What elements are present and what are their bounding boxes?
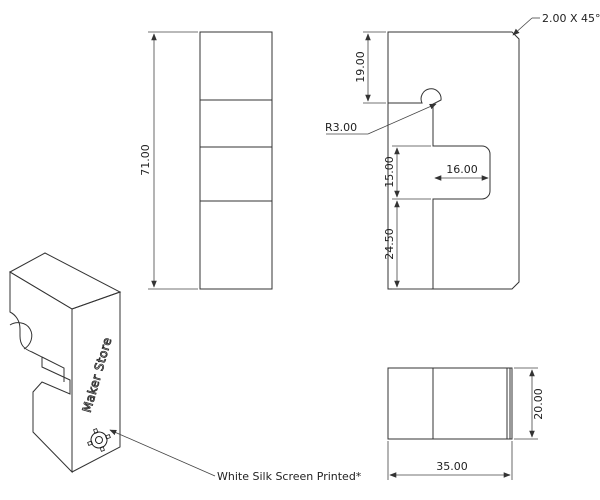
thickness-dimension: 20.00 bbox=[514, 367, 545, 440]
top-view: 20.00 35.00 bbox=[387, 367, 545, 480]
maker-store-logo: Maker Store bbox=[80, 336, 115, 414]
iso-front-face bbox=[71, 291, 121, 473]
iso-top-face bbox=[8, 252, 122, 310]
slot-width-label: 15.00 bbox=[383, 156, 396, 188]
side-view: 71.00 bbox=[139, 31, 273, 290]
isometric-view: Maker Store White Silk Screen Printed* bbox=[8, 252, 362, 483]
side-view-outline bbox=[199, 31, 273, 290]
iso-left-face bbox=[9, 271, 73, 474]
radius-label: R3.00 bbox=[325, 121, 357, 134]
front-view-slot-profile bbox=[388, 88, 491, 289]
overall-height-dimension: 71.00 bbox=[139, 31, 198, 290]
chamfer-label: 2.00 X 45° bbox=[542, 12, 600, 25]
bottom-offset-dimension: 24.50 bbox=[383, 200, 431, 290]
iso-slot-top-notch bbox=[9, 322, 33, 350]
silk-screen-callout: White Silk Screen Printed* bbox=[109, 429, 362, 483]
iso-logo: Maker Store bbox=[79, 335, 115, 452]
top-offset-dimension: 19.00 bbox=[354, 31, 386, 104]
bottom-offset-label: 24.50 bbox=[383, 228, 396, 260]
overall-width-label: 35.00 bbox=[436, 460, 468, 473]
slot-depth-dimension: 16.00 bbox=[434, 163, 489, 181]
overall-height-label: 71.00 bbox=[139, 144, 152, 176]
radius-callout: R3.00 bbox=[325, 103, 437, 135]
top-view-outline bbox=[387, 367, 513, 440]
top-offset-label: 19.00 bbox=[354, 51, 367, 83]
overall-width-dimension: 35.00 bbox=[387, 441, 513, 480]
silk-screen-note: White Silk Screen Printed* bbox=[217, 470, 362, 483]
chamfer-callout: 2.00 X 45° bbox=[512, 12, 600, 36]
front-view-outline bbox=[387, 31, 520, 290]
slot-width-dimension: 15.00 bbox=[383, 145, 431, 200]
gear-icon bbox=[87, 428, 111, 452]
front-view: 2.00 X 45° 19.00 R3.00 15.00 16.00 24. bbox=[325, 12, 600, 290]
slot-depth-label: 16.00 bbox=[446, 163, 478, 176]
thickness-label: 20.00 bbox=[532, 388, 545, 420]
iso-slot-inner bbox=[41, 356, 71, 394]
